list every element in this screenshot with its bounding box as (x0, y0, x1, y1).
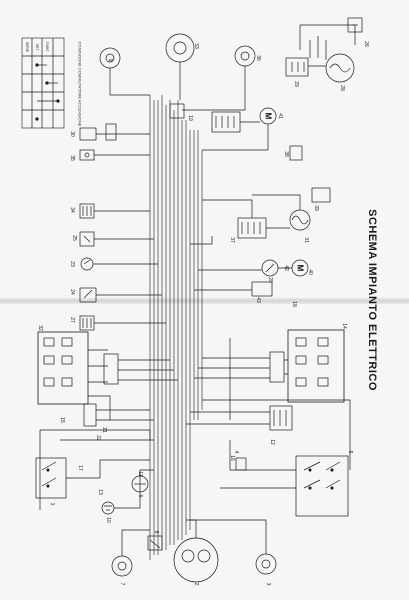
top-right-components (285, 17, 363, 83)
component-number: 9 (107, 58, 113, 62)
legend-caption: CONDIZIONE COMMUTATORE ACCENSIONE (77, 41, 83, 127)
lower-left-switch (35, 457, 154, 515)
main-wire-harness (149, 95, 203, 560)
component-number: 31 (303, 237, 309, 243)
component-number: 27 (69, 317, 75, 323)
component-number: 16 (229, 455, 235, 461)
left-components (79, 123, 166, 331)
component-number: 43 (255, 297, 261, 303)
component-number: 18 (291, 301, 297, 307)
switch-label-serie: SERIE (25, 41, 29, 53)
motor-symbol-lower: M (295, 264, 305, 272)
component-number: 42 (283, 265, 289, 271)
component-number: 36 (255, 55, 261, 61)
component-number: 10 (105, 517, 111, 523)
component-number: 41 (277, 113, 283, 119)
component-number: 1 (49, 502, 55, 506)
component-number: 32 (37, 325, 43, 331)
component-number: 6 (137, 494, 143, 498)
component-number: 40 (307, 269, 313, 275)
bottom-lamps (111, 519, 277, 583)
component-number: 33 (193, 43, 199, 49)
diagram-title: SCHEMA IMPIANTO ELETTRICO (366, 209, 378, 391)
component-number: 20 (267, 277, 273, 283)
component-number: 38 (283, 151, 289, 157)
component-number: 3 (265, 582, 271, 586)
component-number: 21 (101, 427, 107, 433)
component-number: 26 (363, 41, 369, 47)
component-number: 8 (153, 530, 159, 534)
component-number: 24 (69, 289, 75, 295)
lower-right-switch (220, 440, 349, 517)
component-number: 37 (229, 237, 235, 243)
component-number: 22 (95, 435, 101, 441)
component-number: 25 (71, 235, 77, 241)
component-number: 15 (59, 417, 65, 423)
right-switch-box (194, 329, 345, 420)
component-number: 39 (313, 205, 319, 211)
top-lamps (99, 33, 256, 111)
motor-upper (169, 103, 277, 151)
component-number: 34 (69, 207, 75, 213)
lower-connectors (39, 399, 351, 510)
component-number: 35 (69, 155, 75, 161)
motor-symbol-upper: M (263, 112, 273, 120)
component-number: 14 (341, 323, 347, 329)
switch-label-set: SET (35, 43, 39, 51)
component-number: 4 (233, 450, 239, 454)
component-number: 28 (339, 85, 345, 91)
right-mid-components (190, 145, 331, 297)
component-number: 30 (69, 131, 75, 137)
component-number: 29 (293, 81, 299, 87)
switch-legend-grid (21, 37, 65, 129)
component-number: 2 (193, 582, 199, 586)
component-number: 19 (187, 115, 193, 121)
component-number: 5 (347, 450, 353, 454)
switch-label-parc: PARC (45, 42, 49, 52)
component-number: 23 (69, 261, 75, 267)
page-fold (0, 298, 409, 304)
component-number: 13 (97, 489, 103, 495)
component-number: 7 (119, 582, 125, 586)
component-number: 11 (137, 471, 143, 477)
left-switch-box (37, 331, 178, 420)
component-number: 17 (77, 465, 83, 471)
component-number: 12 (269, 439, 275, 445)
